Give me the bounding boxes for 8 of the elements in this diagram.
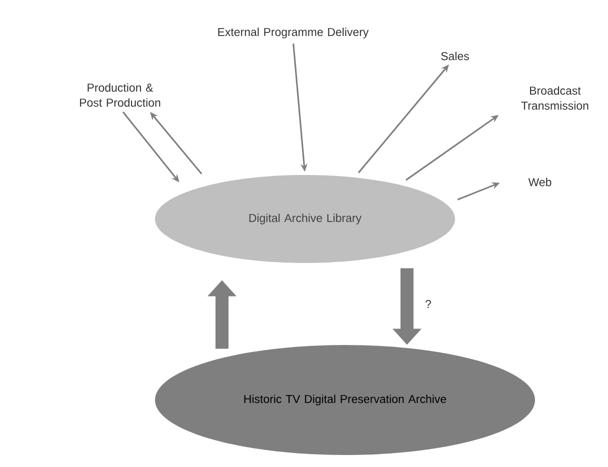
- text-label: Production & Post Production: [80, 83, 160, 107]
- text-label: Broadcast Transmission: [521, 86, 588, 110]
- text-label: External Programme Delivery: [218, 28, 369, 38]
- ellipse-node: Digital Archive Library: [155, 175, 455, 263]
- ellipse-node: Historic TV Digital Preservation Archive: [155, 345, 535, 455]
- text-label: Web: [528, 178, 552, 186]
- edge-label: ?: [426, 300, 431, 308]
- text-label: Sales: [441, 52, 469, 60]
